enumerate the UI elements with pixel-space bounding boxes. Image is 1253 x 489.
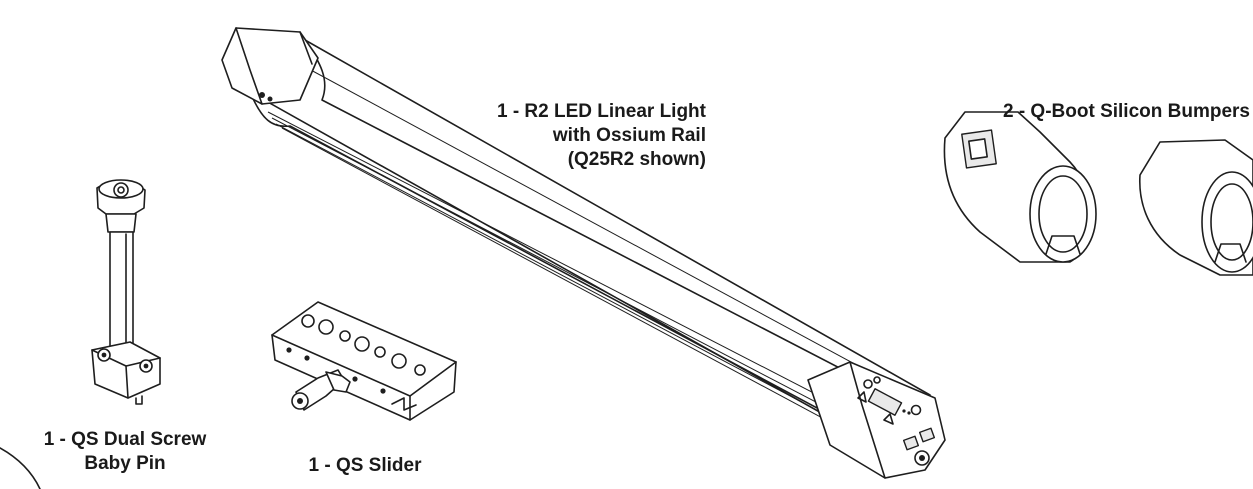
q-boot-bumper-left-illustration [943,111,1097,263]
baby-pin-label-line1: 1 - QS Dual Screw [43,429,207,450]
corner-leader-line [0,447,41,489]
r2-light-label-line1: 1 - R2 LED Linear Light [496,101,706,122]
r2-light-label-line3: (Q25R2 shown) [567,149,706,170]
bumpers-label: 2 - Q-Boot Silicon Bumpers [940,100,1250,124]
r2-light-label: 1 - R2 LED Linear Light with Ossium Rail… [420,100,706,172]
baby-pin-label-line2: Baby Pin [84,453,166,474]
slider-label: 1 - QS Slider [270,454,460,478]
r2-light-label-line2: with Ossium Rail [552,125,706,146]
slider-label-line1: 1 - QS Slider [308,455,422,476]
qs-dual-screw-baby-pin-illustration [91,179,161,405]
q-boot-bumper-right-illustration [1139,139,1253,276]
r2-led-linear-light-illustration [221,27,946,479]
baby-pin-label: 1 - QS Dual Screw Baby Pin [20,428,230,476]
qs-slider-illustration [271,301,457,421]
bumpers-label-line1: 2 - Q-Boot Silicon Bumpers [1002,101,1250,122]
